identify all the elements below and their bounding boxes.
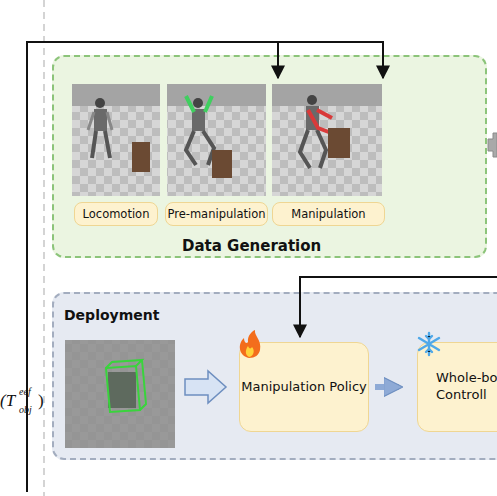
sim-image bbox=[72, 84, 160, 196]
math-symbol: (T bbox=[0, 391, 15, 411]
camera-photo bbox=[65, 340, 175, 448]
sim-image bbox=[167, 84, 266, 196]
group-box: DeploymentManipulation Policy Whole-bo Co… bbox=[52, 292, 497, 460]
flow-connector bbox=[375, 384, 399, 390]
box-label: Manipulation Policy bbox=[241, 379, 367, 396]
box-label: Locomotion bbox=[83, 207, 150, 222]
box-label: Whole-bo Controll bbox=[436, 370, 497, 404]
stage-label: Manipulation bbox=[272, 202, 385, 226]
box-label: Pre-manipulation bbox=[167, 207, 265, 222]
feed-line bbox=[277, 42, 279, 78]
frozen-icon bbox=[419, 333, 439, 355]
group-title: Deployment bbox=[64, 306, 159, 324]
sim-image bbox=[272, 84, 382, 196]
box-label: Manipulation bbox=[291, 207, 365, 222]
stage-label: Pre-manipulation bbox=[165, 202, 268, 226]
feed-line bbox=[27, 42, 383, 492]
trainable-icon bbox=[240, 330, 260, 358]
math-superscript: eef bbox=[19, 386, 31, 397]
math-subscript: obj bbox=[19, 404, 32, 415]
math-symbol: ) bbox=[38, 391, 44, 411]
flow-arrow bbox=[185, 371, 226, 403]
process-box: Whole-bo Controll bbox=[417, 342, 497, 432]
process-box: Manipulation Policy bbox=[239, 342, 369, 432]
feed-line bbox=[300, 277, 497, 337]
group-title: Data Generation bbox=[182, 237, 321, 257]
cropped-box-border bbox=[43, 0, 44, 496]
flow-arrow bbox=[488, 133, 497, 157]
stage-label: Locomotion bbox=[74, 202, 158, 226]
group-box: Data Generation Locomotion Pre-manipulatio… bbox=[52, 55, 487, 258]
